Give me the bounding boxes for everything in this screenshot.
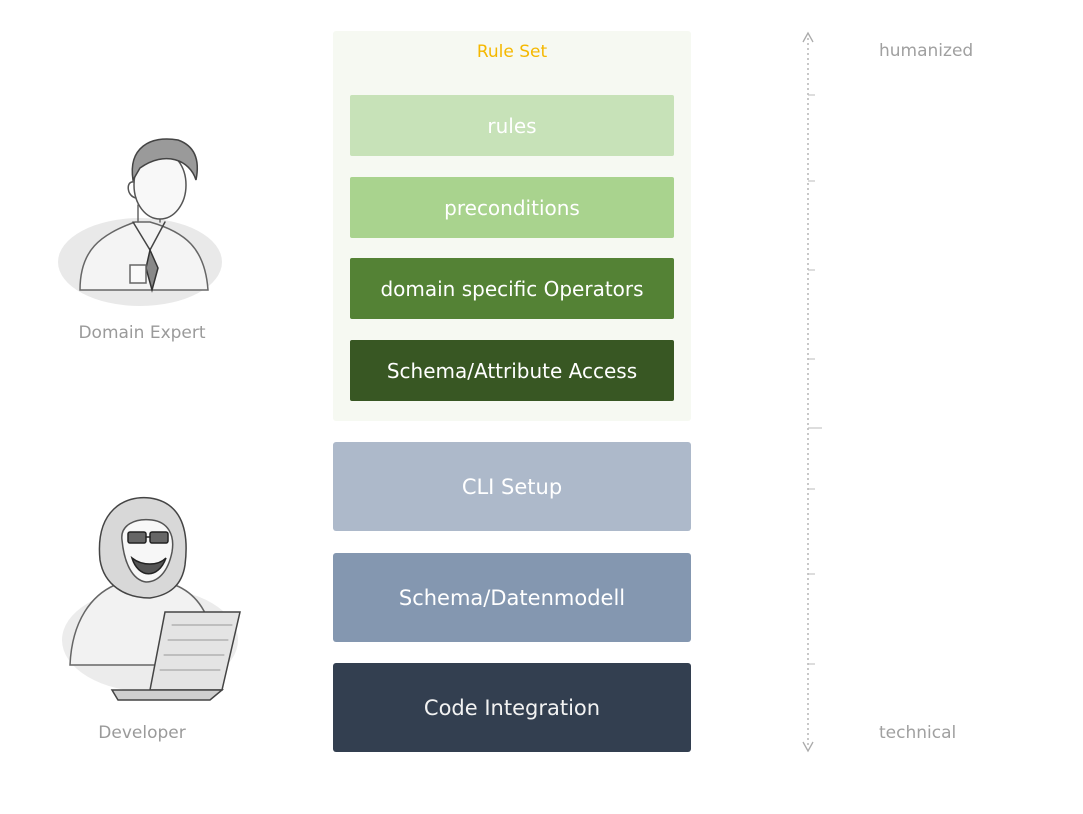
domain-expert-label: Domain Expert (78, 323, 206, 343)
developer-icon (62, 496, 241, 701)
layer-code-integration: Code Integration (333, 663, 691, 752)
layer-domain-operators: domain specific Operators (350, 258, 674, 319)
domain-expert-icon (58, 138, 222, 306)
layer-cli-setup: CLI Setup (333, 442, 691, 531)
layer-schema-datenmodell: Schema/Datenmodell (333, 553, 691, 642)
layer-preconditions: preconditions (350, 177, 674, 238)
axis-top-label: humanized (879, 41, 974, 61)
rule-set-title: Rule Set (476, 42, 548, 62)
developer-label: Developer (98, 723, 186, 743)
humanized-technical-axis (802, 31, 822, 753)
axis-bottom-label: technical (879, 723, 957, 743)
layer-rules: rules (350, 95, 674, 156)
layer-schema-attribute-access: Schema/Attribute Access (350, 340, 674, 401)
